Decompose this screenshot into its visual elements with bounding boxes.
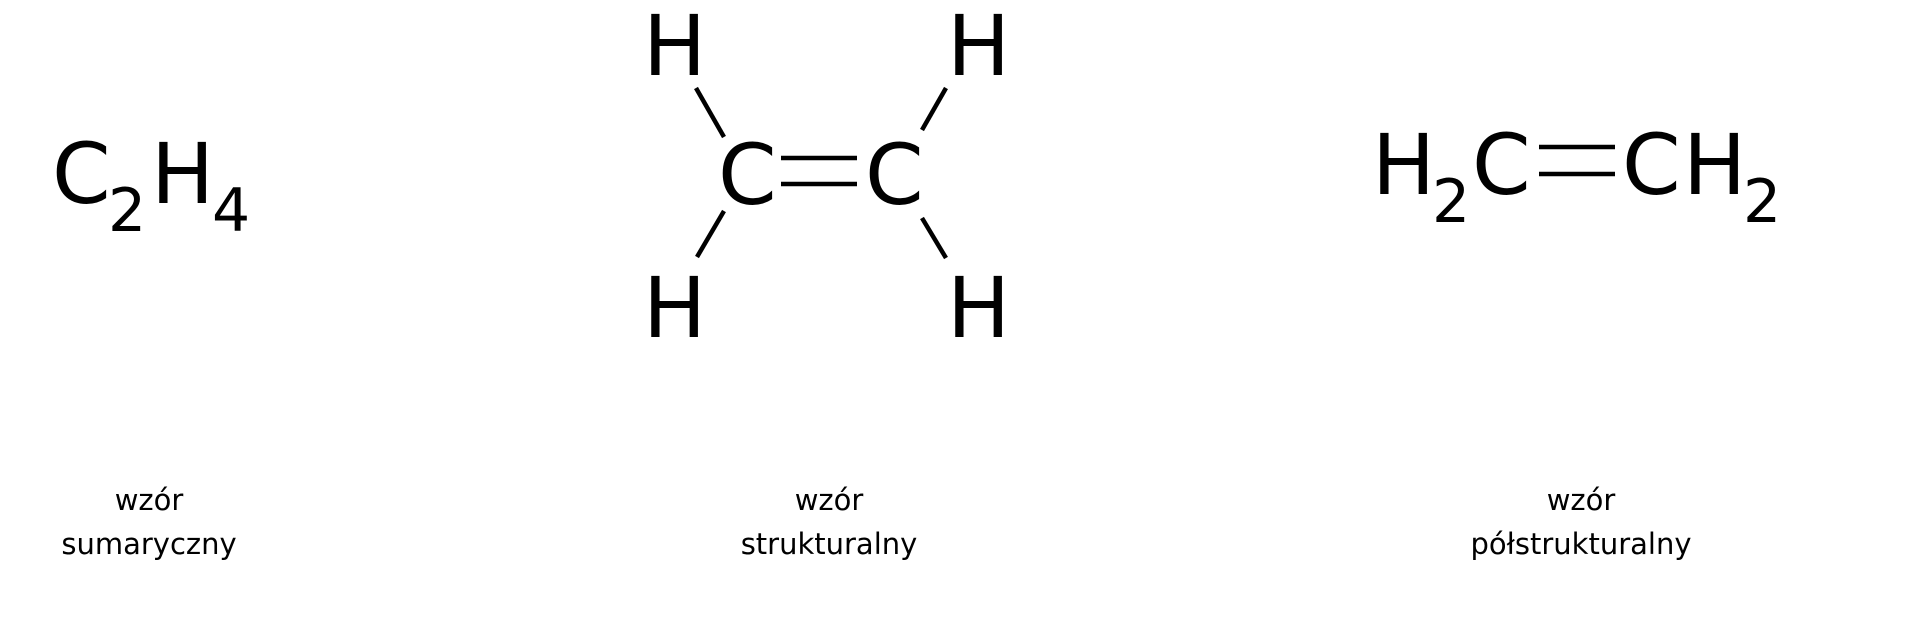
subscript-right-h-count: 2 [1743, 167, 1781, 237]
caption-line-2: strukturalny [740, 527, 918, 561]
semi-structural-formula-caption: wzór półstrukturalny [1421, 478, 1741, 566]
caption-line-1: wzór [794, 483, 864, 517]
atom-h: H [151, 125, 214, 223]
semi-structural-formula-panel: H 2 C C H 2 wzór półstrukturalny [1280, 0, 1920, 614]
structural-formula-caption: wzór strukturalny [669, 478, 989, 566]
bond-c-h-top-right [920, 86, 948, 132]
atom-h-right: H [1683, 116, 1746, 214]
atom-c-left: C [1472, 116, 1531, 214]
summary-formula-caption: wzór sumaryczny [0, 478, 309, 566]
caption-line-1: wzór [114, 483, 184, 517]
summary-formula-panel: C 2 H 4 wzór sumaryczny [0, 0, 640, 614]
subscript-c-count: 2 [108, 176, 146, 246]
caption-line-2: półstrukturalny [1470, 527, 1692, 561]
subscript-left-h-count: 2 [1432, 167, 1470, 237]
atom-h-bottom-right: H [947, 259, 1010, 357]
atom-c-right: C [1622, 116, 1681, 214]
semi-structural-formula: H 2 C C H 2 [1372, 116, 1781, 237]
bond-c-h-bottom-left [695, 209, 726, 259]
atom-c: C [52, 125, 111, 223]
atom-c-right: C [865, 126, 924, 224]
atom-c-left: C [718, 126, 777, 224]
structural-formula-panel: H H H H C C wzór strukturalny [640, 0, 1280, 614]
caption-line-2: sumaryczny [61, 527, 237, 561]
bond-c-h-bottom-right [920, 216, 948, 260]
atom-h-left: H [1372, 116, 1435, 214]
summary-formula: C 2 H 4 [52, 125, 250, 246]
atom-h-top-left: H [643, 0, 706, 95]
caption-line-1: wzór [1546, 483, 1616, 517]
bond-c-h-top-left [694, 86, 726, 139]
structural-formula: H H H H C C [643, 0, 1010, 357]
subscript-h-count: 4 [212, 176, 250, 246]
atom-h-top-right: H [947, 0, 1010, 95]
atom-h-bottom-left: H [643, 259, 706, 357]
